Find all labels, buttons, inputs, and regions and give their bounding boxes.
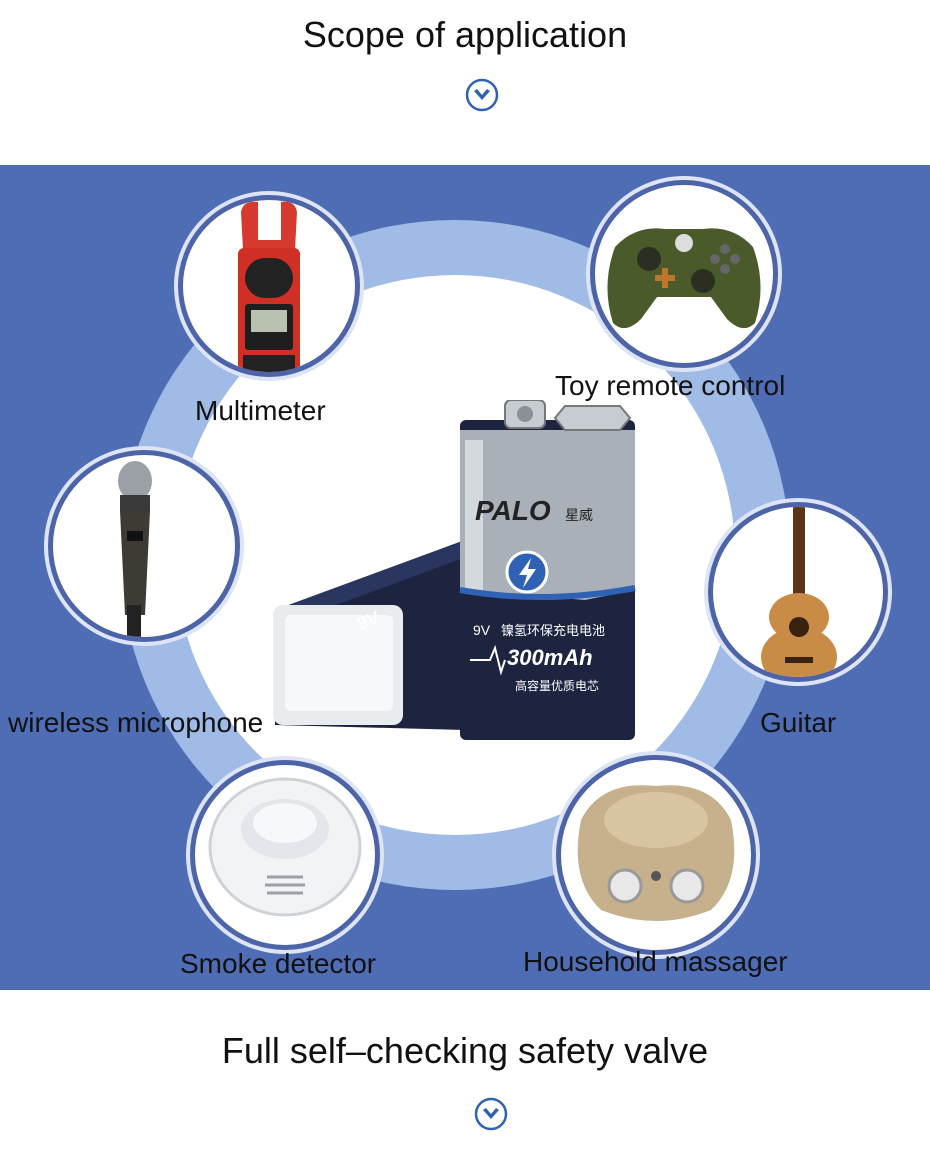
smoke-detector-image: [190, 760, 380, 950]
chevron-down-circle-icon[interactable]: [474, 1097, 508, 1131]
battery-voltage: 9V: [473, 622, 491, 638]
application-panel: 9V PALO 星威 9V 镍氢环保充电电池 300mAh 高容量优质电芯: [0, 165, 930, 990]
battery-capacity: 300mAh: [507, 645, 593, 670]
massager-label: Household massager: [523, 946, 788, 977]
game-controller-image: [590, 180, 778, 368]
toy-remote-label: Toy remote control: [555, 370, 786, 401]
battery-brand: PALO: [475, 495, 551, 526]
massager-image: [556, 755, 756, 955]
smoke-detector-label: Smoke detector: [180, 948, 377, 979]
battery-type-cn: 镍氢环保充电电池: [501, 623, 605, 638]
microphone-image: [48, 450, 240, 642]
guitar-image: [708, 502, 888, 682]
bottom-heading: Full self–checking safety valve: [221, 1030, 709, 1071]
top-heading: Scope of application: [302, 14, 628, 55]
multimeter-label: Multimeter: [195, 395, 326, 426]
battery-tag-cn: 高容量优质电芯: [515, 678, 599, 693]
chevron-down-circle-icon[interactable]: [465, 78, 499, 112]
multimeter-image: [178, 195, 360, 377]
guitar-label: Guitar: [760, 707, 837, 738]
battery-brand-cn: 星威: [565, 507, 593, 523]
battery-product-image: 9V PALO 星威 9V 镍氢环保充电电池 300mAh 高容量优质电芯: [273, 400, 636, 740]
microphone-label: wireless microphone: [8, 707, 264, 738]
